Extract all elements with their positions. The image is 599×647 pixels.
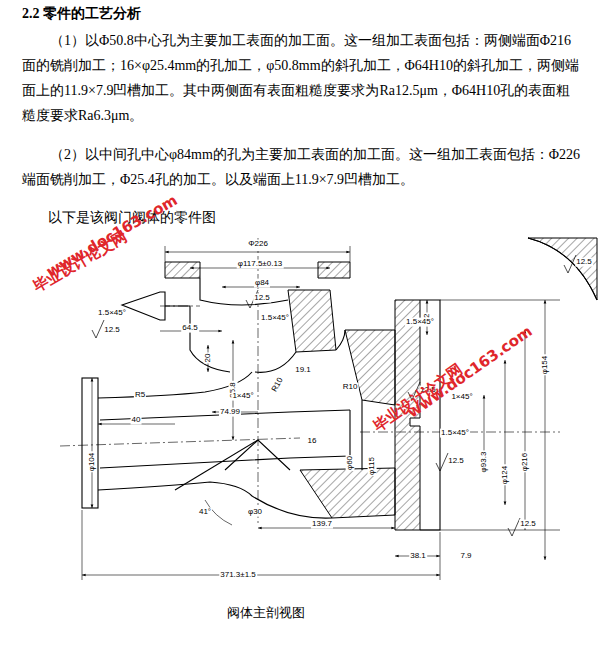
drawing-stroke	[361, 400, 362, 470]
drawing-stroke	[349, 410, 350, 456]
drawing-stroke	[440, 300, 560, 301]
drawing-stroke	[165, 246, 166, 262]
drawing-stroke	[288, 290, 336, 352]
drawing-stroke	[345, 330, 395, 405]
body-outline	[82, 238, 597, 530]
dimension-text: 12.5	[519, 520, 537, 529]
drawing-stroke	[318, 262, 350, 278]
drawing-stroke	[165, 252, 350, 253]
dimension-text: 139.7	[311, 520, 333, 529]
drawing-stroke	[564, 255, 576, 273]
hatched-section	[165, 238, 597, 530]
section-heading: 2.2 零件的工艺分析	[22, 6, 141, 21]
drawing-stroke	[82, 510, 83, 580]
dimension-text: 41°	[198, 508, 212, 517]
dimension-text: φ60	[346, 455, 355, 471]
drawing-stroke	[122, 292, 165, 320]
drawing-stroke	[175, 440, 258, 490]
drawing-stroke	[528, 238, 597, 300]
drawing-stroke	[545, 300, 546, 560]
dimension-text: φ216	[521, 452, 530, 473]
dimension-text: 371.3±1.5	[219, 571, 257, 580]
dimension-text: 1×45°	[450, 393, 473, 402]
dimension-text: φ124	[501, 465, 510, 486]
drawing-stroke	[60, 438, 300, 446]
drawing-stroke	[165, 306, 230, 372]
dimension-text: R5	[134, 391, 146, 400]
drawing-stroke	[420, 300, 440, 530]
drawing-stroke	[82, 378, 98, 508]
watermark: www.doc163.com	[405, 323, 536, 421]
watermark: www.doc163.com	[44, 192, 181, 280]
body-paragraph: （2）以中间孔中心φ84mm的孔为主要加工表面的加工面。这一组加工表面包括：Φ2…	[22, 142, 582, 192]
dimension-text: 7.9	[459, 552, 472, 561]
dimension-text: Φ226	[247, 240, 269, 249]
drawing-stroke	[200, 278, 288, 305]
body-paragraph: （1）以Φ50.8中心孔为主要加工表面的加工面。这一组加工表面包括：两侧端面Φ2…	[22, 28, 582, 128]
dimension-text: φ154	[541, 355, 550, 376]
drawing-stroke	[350, 246, 351, 262]
dimension-text: 74.99	[219, 408, 241, 417]
dimension-text: φ84	[254, 279, 270, 288]
drawing-stroke	[225, 440, 290, 470]
drawing-stroke	[525, 330, 526, 530]
dimension-text: 38.1	[409, 552, 427, 561]
dimension-text: 16	[307, 437, 318, 446]
dimension-text: R10	[270, 376, 286, 395]
dimension-text: φ115	[368, 456, 377, 476]
dimension-text: 12.5	[253, 294, 271, 303]
drawing-stroke	[255, 352, 296, 372]
drawing-stroke	[508, 518, 520, 536]
dimension-text: 1×45°	[231, 392, 254, 401]
drawing-stroke	[336, 330, 345, 350]
drawing-stroke	[92, 378, 93, 508]
dimension-text: 12.5	[103, 326, 121, 335]
drawing-stroke	[100, 456, 350, 468]
dimension-text: φ104	[88, 452, 97, 473]
dimension-text: 64.5	[181, 324, 199, 333]
drawing-stroke	[98, 372, 252, 398]
dimension-text: φ30	[247, 508, 263, 517]
dimension-text: 40	[131, 416, 142, 425]
drawing-stroke	[436, 453, 448, 471]
center-line	[60, 238, 560, 525]
drawing-stroke	[98, 482, 332, 518]
dimension-text: 12.5	[447, 457, 465, 466]
drawing-stroke	[528, 238, 597, 300]
dimension-text: φ93.3	[480, 451, 489, 474]
dimension-text: 1.5×45°	[405, 318, 435, 327]
dimension-text: 1.5×45°	[260, 314, 290, 323]
dimension-text: 1.5×45°	[440, 429, 470, 438]
dimension-text: R10	[342, 383, 359, 392]
drawing-stroke	[300, 468, 395, 518]
drawing-stroke	[165, 262, 200, 278]
dimension-text: 12.5	[575, 258, 593, 267]
dimension-text: 1.5×45°	[97, 309, 127, 318]
drawing-stroke	[92, 320, 104, 338]
figure-caption: 阀体主剖视图	[227, 606, 305, 620]
dimension-line	[82, 246, 560, 580]
drawing-stroke	[82, 575, 440, 576]
drawing-stroke	[420, 530, 560, 531]
drawing-stroke	[160, 306, 200, 307]
dimension-text: φ117.5±0.13	[237, 260, 284, 269]
roughness-symbol	[92, 255, 576, 536]
dimension-text: 19.1	[294, 366, 312, 375]
dimension-text: 20	[204, 353, 213, 364]
